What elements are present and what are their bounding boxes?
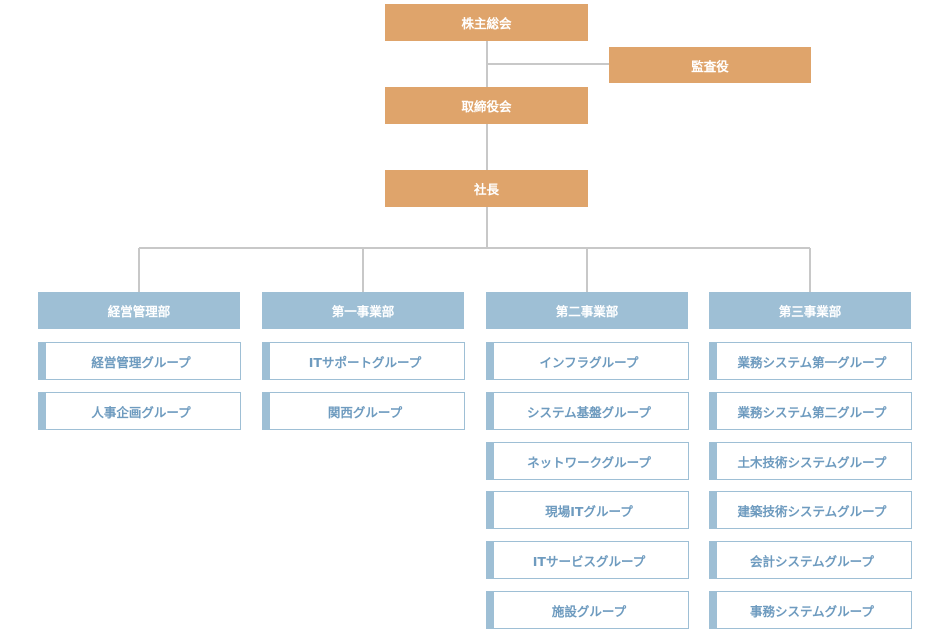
division-third-business: 第三事業部	[709, 292, 911, 329]
group-box: 土木技術システムグループ	[709, 442, 912, 480]
group-box: 経営管理グループ	[38, 342, 241, 380]
group-box: 建築技術システムグループ	[709, 491, 912, 529]
group-box: 業務システム第二グループ	[709, 392, 912, 430]
group-box: 現場ITグループ	[486, 491, 689, 529]
group-box: 施設グループ	[486, 591, 689, 629]
group-box: 事務システムグループ	[709, 591, 912, 629]
group-box: 人事企画グループ	[38, 392, 241, 430]
auditor-box: 監査役	[609, 47, 811, 83]
group-box: 会計システムグループ	[709, 541, 912, 579]
group-box: 業務システム第一グループ	[709, 342, 912, 380]
group-box: システム基盤グループ	[486, 392, 689, 430]
group-box: ネットワークグループ	[486, 442, 689, 480]
shareholders-meeting-box: 株主総会	[385, 4, 588, 41]
division-management: 経営管理部	[38, 292, 240, 329]
division-first-business: 第一事業部	[262, 292, 464, 329]
president-box: 社長	[385, 170, 588, 207]
division-second-business: 第二事業部	[486, 292, 688, 329]
group-box: 関西グループ	[262, 392, 465, 430]
board-of-directors-box: 取締役会	[385, 87, 588, 124]
group-box: インフラグループ	[486, 342, 689, 380]
group-box: ITサポートグループ	[262, 342, 465, 380]
group-box: ITサービスグループ	[486, 541, 689, 579]
